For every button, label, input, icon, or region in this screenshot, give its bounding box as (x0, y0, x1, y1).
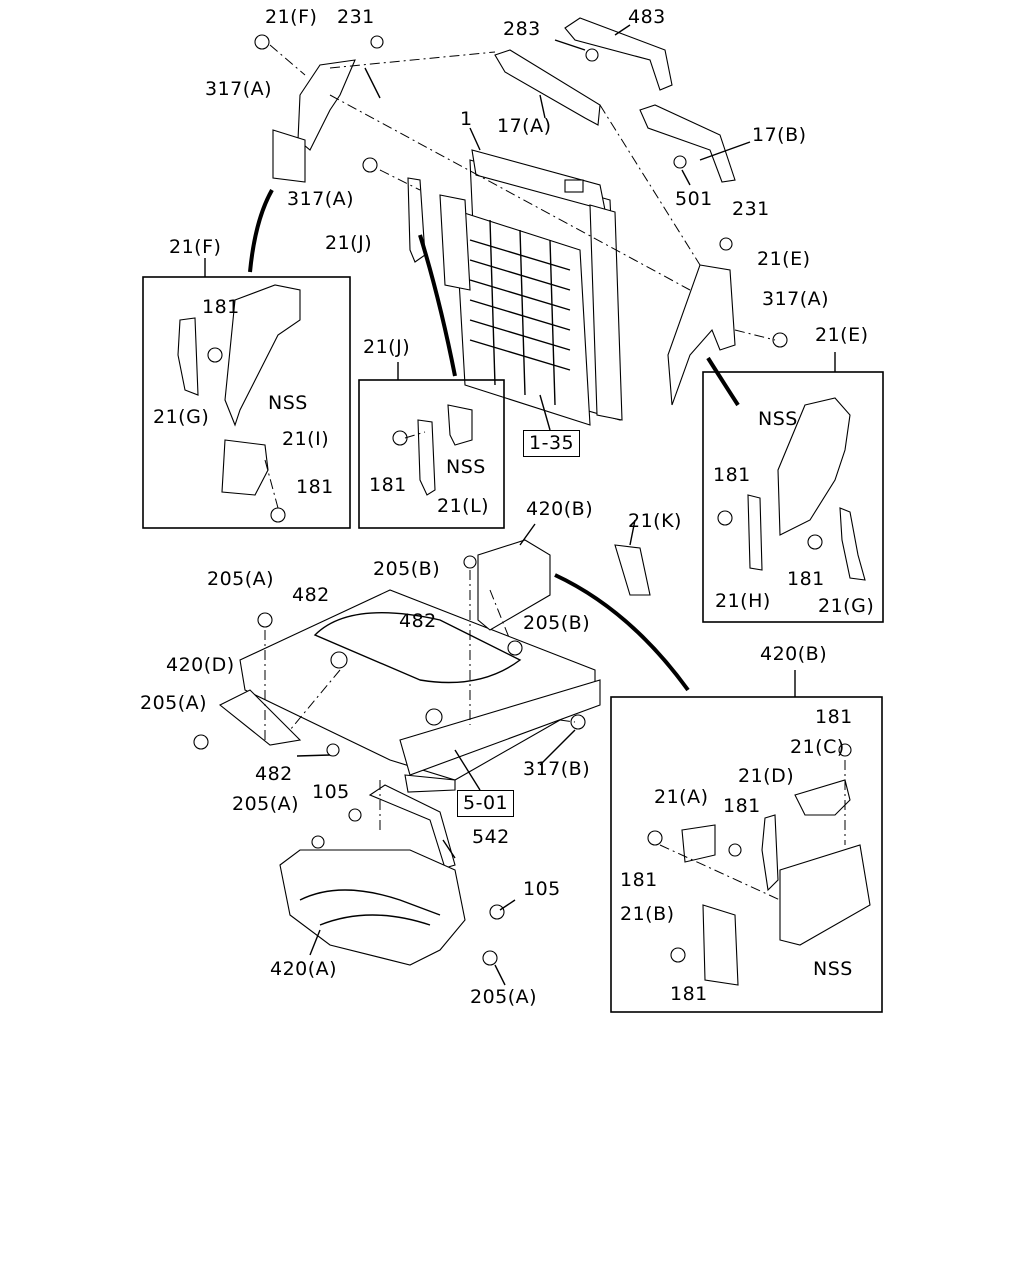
callout-231-top: 231 (337, 6, 375, 28)
inset-420b-label-181-3: 181 (620, 869, 658, 891)
inset-420b-parts (647, 743, 871, 986)
bracket-483 (564, 17, 673, 91)
inset-21f-parts (177, 284, 301, 523)
inset-21e-label-nss: NSS (758, 408, 798, 430)
callout-482-3: 482 (255, 763, 293, 785)
bracket-21f (272, 59, 356, 183)
inset-21j-title: 21(J) (363, 336, 411, 358)
callout-1: 1 (460, 108, 473, 130)
bracket-21k (614, 544, 651, 596)
assembly-lines-top (269, 44, 776, 341)
callout-205b-2: 205(B) (523, 612, 591, 634)
inset-21f-label-21i: 21(I) (282, 428, 330, 450)
bracket-17b (639, 104, 736, 183)
callout-21k: 21(K) (628, 510, 682, 532)
callout-21f-top: 21(F) (265, 6, 318, 28)
callout-482-2: 482 (399, 610, 437, 632)
callout-205a-4: 205(A) (470, 986, 538, 1008)
callout-420b-inset: 420(B) (760, 643, 828, 665)
inset-21j-label-181: 181 (369, 474, 407, 496)
inset-21j-label-21l: 21(L) (437, 495, 490, 517)
bolts-top (254, 34, 788, 348)
inset-420b-label-21a: 21(A) (654, 786, 709, 808)
leader-lines (296, 24, 751, 986)
inset-420b-label-21d: 21(D) (738, 765, 795, 787)
assembly-lines-bottom (264, 570, 576, 830)
inset-420b-label-21c: 21(C) (790, 736, 845, 758)
inset-420b-label-181-1: 181 (815, 706, 853, 728)
inset-21f-label-21g: 21(G) (153, 406, 210, 428)
callout-542: 542 (472, 826, 510, 848)
callout-205a-3: 205(A) (232, 793, 300, 815)
radiator-assembly (439, 149, 623, 426)
inset-420b-label-181-4: 181 (670, 983, 708, 1005)
callout-317b: 317(B) (523, 758, 591, 780)
bracket-21e (667, 264, 736, 406)
callout-ref-1-35: 1-35 (523, 430, 581, 457)
callout-231-right: 231 (732, 198, 770, 220)
lower-frame-assembly (193, 589, 601, 793)
inset-420b-label-nss: NSS (813, 958, 853, 980)
top-bracket-17a (494, 49, 601, 126)
callout-501: 501 (675, 188, 713, 210)
callout-21e: 21(E) (757, 248, 811, 270)
callout-420d: 420(D) (166, 654, 235, 676)
inset-21e-label-181-1: 181 (713, 464, 751, 486)
callout-205a-2: 205(A) (140, 692, 208, 714)
callout-483: 483 (628, 6, 666, 28)
inset-21e-label-21h: 21(H) (715, 590, 771, 612)
callout-17b: 17(B) (752, 124, 807, 146)
inset-frame-21f (142, 276, 351, 529)
inset-frame-21j (358, 379, 505, 529)
callout-17a: 17(A) (497, 115, 552, 137)
skid-plate-420a (279, 835, 505, 966)
inset-21e-label-21g: 21(G) (818, 595, 875, 617)
callout-317a-3: 317(A) (762, 288, 830, 310)
callout-283: 283 (503, 18, 541, 40)
callout-482-1: 482 (292, 584, 330, 606)
callout-ref-5-01: 5-01 (457, 790, 515, 817)
callout-317a-1: 317(A) (205, 78, 273, 100)
inset-420b-label-21b: 21(B) (620, 903, 675, 925)
callout-105-2: 105 (523, 878, 561, 900)
inset-frame-21e (702, 371, 884, 623)
inset-21f-label-181-2: 181 (296, 476, 334, 498)
bracket-542 (348, 784, 456, 869)
callout-317a-2: 317(A) (287, 188, 355, 210)
inset-21f-title: 21(F) (169, 236, 222, 258)
inset-21f-label-181-1: 181 (202, 296, 240, 318)
inset-21j-parts (392, 404, 473, 496)
inset-21e-label-181-2: 181 (787, 568, 825, 590)
inset-frame-420b (610, 696, 883, 1013)
inset-21j-label-nss: NSS (446, 456, 486, 478)
inset-21e-parts (717, 397, 866, 581)
callout-205b-1: 205(B) (373, 558, 441, 580)
callout-420a: 420(A) (270, 958, 338, 980)
inset-21e-title: 21(E) (815, 324, 869, 346)
callout-105-1: 105 (312, 781, 350, 803)
inset-420b-label-181-2: 181 (723, 795, 761, 817)
callout-21j: 21(J) (325, 232, 373, 254)
inset-21f-label-nss: NSS (268, 392, 308, 414)
callout-420b-top: 420(B) (526, 498, 594, 520)
callout-205a-1: 205(A) (207, 568, 275, 590)
box-420b (463, 539, 551, 656)
